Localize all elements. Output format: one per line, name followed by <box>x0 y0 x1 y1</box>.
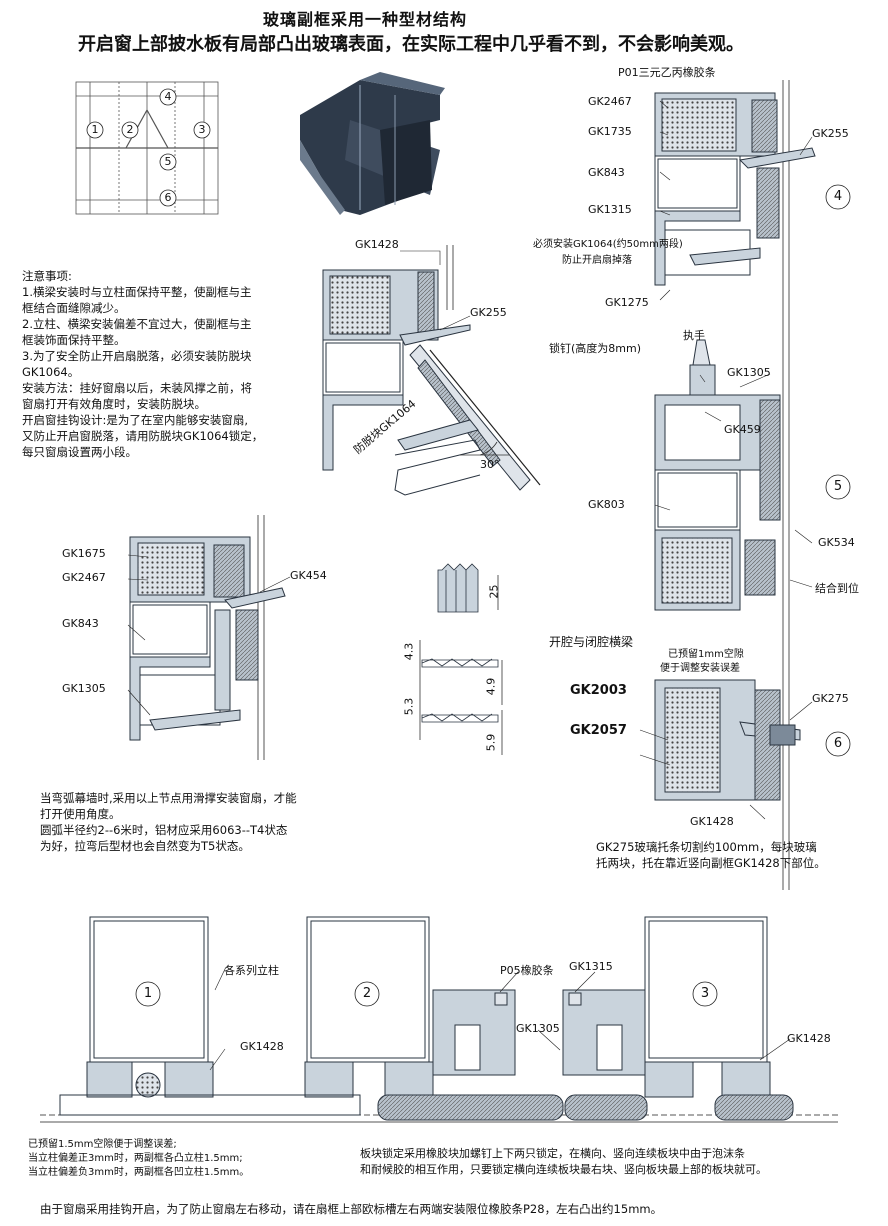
notes-line: 开启窗挂钩设计:是为了在室内能够安装窗扇, <box>22 413 249 427</box>
right-section-bottom-drawing <box>654 679 801 801</box>
page-title: 玻璃副框采用一种型材结构 <box>263 10 468 29</box>
label-gk534: GK534 <box>818 536 855 549</box>
dim-5-3: 5.3 <box>402 697 416 716</box>
label-gk1675: GK1675 <box>62 547 106 560</box>
label-p01: P01三元乙丙橡胶条 <box>618 66 716 79</box>
dim-4-3: 4.3 <box>402 642 416 661</box>
label-gk1305-left: GK1305 <box>62 682 106 695</box>
label-join: 结合到位 <box>815 582 859 595</box>
label-gk255-right: GK255 <box>812 127 849 140</box>
marker-3: 3 <box>198 123 206 136</box>
leader-lines <box>127 100 813 1071</box>
label-open-close-beam: 开腔与闭腔横梁 <box>549 635 634 649</box>
notes-line: 安装方法：挂好窗扇以后，未装风撑之前，将 <box>22 381 252 395</box>
label-gk843-left: GK843 <box>62 617 99 630</box>
dim-5-9: 5.9 <box>484 733 498 752</box>
dim-25: 25 <box>487 584 501 599</box>
label-angle: 30° <box>480 458 500 471</box>
label-must-install: 必须安装GK1064(约50mm两段) <box>533 239 683 250</box>
marker-column-1: 1 <box>143 986 153 1001</box>
notes-line: 1.横梁安装时与立柱面保持平整，使副框与主 <box>22 285 252 299</box>
bottom-markers <box>135 981 718 1007</box>
footer-note: 由于窗扇采用挂钩开启，为了防止窗扇左右移动，请在扇框上部欧标槽左右两端安装限位橡… <box>40 1202 663 1216</box>
tolerance-line: 已预留1.5mm空隙便于调整误差; <box>28 1139 177 1150</box>
grid-diagram <box>75 81 219 215</box>
profile-3d-render <box>300 72 445 215</box>
marker-4: 4 <box>164 90 172 103</box>
dim-4-9: 4.9 <box>484 677 498 696</box>
label-lock-nail: 锁钉(高度为8mm) <box>549 342 642 355</box>
label-handle: 执手 <box>683 329 705 342</box>
notes-heading: 注意事项: <box>22 269 72 283</box>
marker-6: 6 <box>164 191 172 204</box>
right-section-top-drawing <box>654 80 816 890</box>
right-section-middle-drawing <box>654 339 781 611</box>
label-gk1428-center: GK1428 <box>355 238 399 251</box>
notes-line: 3.为了安全防止开启扇脱落，必须安装防脱块 <box>22 349 252 363</box>
marker-section-5: 5 <box>833 479 843 494</box>
label-p05: P05橡胶条 <box>500 964 554 977</box>
notes-line: 又防止开启窗脱落，请用防脱块GK1064锁定， <box>22 429 264 443</box>
marker-column-2: 2 <box>362 986 372 1001</box>
block-note-line: 板块锁定采用橡胶块加螺钉上下两只锁定，在横向、竖向连续板块中由于泡沫条 <box>360 1147 745 1160</box>
label-gk1315-right: GK1315 <box>588 203 632 216</box>
grid-markers <box>86 88 211 207</box>
label-reserved-2: 便于调整安装误差 <box>660 663 740 674</box>
page-subtitle: 开启窗上部披水板有局部凸出玻璃表面，在实际工程中几乎看不到，不会影响美观。 <box>78 34 744 55</box>
gk275-note: GK275玻璃托条切割约100mm，每块玻璃 托两块，托在靠近竖向副框GK142… <box>596 839 866 871</box>
notes-block: 注意事项: 1.横梁安装时与立柱面保持平整，使副框与主 框结合面缝隙减少。 2.… <box>22 268 322 460</box>
gk275-note-line: GK275玻璃托条切割约100mm，每块玻璃 <box>596 840 817 854</box>
center-section-drawing <box>322 245 541 496</box>
label-gk1315-bottom: GK1315 <box>569 960 613 973</box>
marker-5: 5 <box>164 155 172 168</box>
curved-note-line: 圆弧半径约2--6米时，铝材应采用6063--T4状态 <box>40 823 288 837</box>
marker-2: 2 <box>126 123 134 136</box>
label-gk803: GK803 <box>588 498 625 511</box>
tolerance-note: 已预留1.5mm空隙便于调整误差; 当立柱偏差正3mm时，两副框各凸立柱1.5m… <box>28 1138 328 1180</box>
label-gk275: GK275 <box>812 692 849 705</box>
tolerance-line: 当立柱偏差正3mm时，两副框各凸立柱1.5mm; <box>28 1153 243 1164</box>
label-gk1735: GK1735 <box>588 125 632 138</box>
label-gk1275: GK1275 <box>605 296 649 309</box>
notes-line: 窗扇打开有效角度时，安装防脱块。 <box>22 397 206 411</box>
marker-section-6: 6 <box>833 736 843 751</box>
notes-line: GK1064。 <box>22 365 80 379</box>
right-markers <box>825 184 851 757</box>
label-gk2467-left: GK2467 <box>62 571 106 584</box>
label-gk2003: GK2003 <box>570 683 627 698</box>
block-note-line: 和耐候胶的相互作用，只要锁定横向连续板块最右块、竖向板块最上部的板块就可。 <box>360 1163 767 1176</box>
marker-1: 1 <box>91 123 99 136</box>
label-gk454: GK454 <box>290 569 327 582</box>
notes-line: 框结合面缝隙减少。 <box>22 301 126 315</box>
gk275-note-line: 托两块，托在靠近竖向副框GK1428下部位。 <box>596 856 826 870</box>
label-gk255-center: GK255 <box>470 306 507 319</box>
marker-column-3: 3 <box>700 986 710 1001</box>
block-lock-note: 板块锁定采用橡胶块加螺钉上下两只锁定，在横向、竖向连续板块中由于泡沫条 和耐候胶… <box>360 1146 870 1178</box>
tolerance-line: 当立柱偏差负3mm时，两副框各凹立柱1.5mm。 <box>28 1167 250 1178</box>
curved-note-line: 打开使用角度。 <box>40 807 121 821</box>
label-gk2057: GK2057 <box>570 723 627 738</box>
label-columns: 各系列立柱 <box>224 964 279 977</box>
label-gk459: GK459 <box>724 423 761 436</box>
bottom-plan-drawing <box>40 916 838 1123</box>
label-gk1305-bottom: GK1305 <box>516 1022 560 1035</box>
notes-line: 每只窗扇设置两小段。 <box>22 445 137 459</box>
label-gk1305-right: GK1305 <box>727 366 771 379</box>
marker-section-4: 4 <box>833 189 843 204</box>
label-reserved: 已预留1mm空隙 <box>668 649 744 660</box>
notes-line: 框装饰面保持平整。 <box>22 333 126 347</box>
left-section-drawing <box>129 515 286 760</box>
curved-note-line: 为好，拉弯后型材也会自然变为T5状态。 <box>40 839 250 853</box>
curved-wall-note: 当弯弧幕墙时,采用以上节点用滑撑安装窗扇，才能 打开使用角度。 圆弧半径约2--… <box>40 790 370 854</box>
label-gk1428-bottom-left: GK1428 <box>240 1040 284 1053</box>
label-gk1428-right: GK1428 <box>690 815 734 828</box>
label-prevent-drop: 防止开启扇掉落 <box>562 255 632 266</box>
notes-line: 2.立柱、横梁安装偏差不宜过大，使副框与主 <box>22 317 252 331</box>
gasket-detail <box>419 563 503 755</box>
label-gk2467-right: GK2467 <box>588 95 632 108</box>
label-gk1428-bottom-right: GK1428 <box>787 1032 831 1045</box>
label-gk843-right: GK843 <box>588 166 625 179</box>
curved-note-line: 当弯弧幕墙时,采用以上节点用滑撑安装窗扇，才能 <box>40 791 297 805</box>
